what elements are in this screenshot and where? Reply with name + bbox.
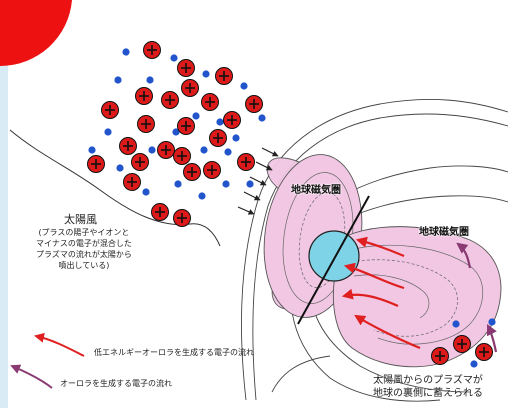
electron (222, 180, 230, 188)
proton (151, 203, 169, 221)
electron (122, 48, 130, 56)
proton (119, 137, 137, 155)
solar-wind-label: 太陽風 (64, 213, 97, 226)
proton (173, 209, 191, 227)
electron (452, 320, 460, 328)
proton (161, 91, 179, 109)
proton (183, 163, 201, 181)
magnetic-axis (297, 195, 370, 325)
solar-wind-arrows (237, 147, 279, 215)
electron (258, 114, 266, 122)
electron (114, 76, 122, 84)
electron (240, 82, 248, 90)
electron (148, 146, 156, 154)
electron (200, 146, 208, 154)
proton (87, 155, 105, 173)
proton (237, 153, 255, 171)
electron (170, 54, 178, 62)
proton (431, 347, 449, 365)
magnetosphere-label-left: 地球磁気圏 (291, 185, 341, 196)
electron (104, 128, 112, 136)
proton (209, 129, 227, 147)
electron (488, 318, 496, 326)
electron (192, 112, 200, 120)
proton (131, 153, 149, 171)
proton (223, 111, 241, 129)
electron (116, 164, 124, 172)
electron (202, 70, 210, 78)
electron (224, 148, 232, 156)
electron (216, 118, 224, 126)
electron (172, 128, 180, 136)
legend-low-energy-arrow (34, 332, 85, 357)
proton (143, 41, 161, 59)
electron (146, 76, 154, 84)
proton (177, 59, 195, 77)
legend-aurora-arrow (10, 364, 53, 389)
proton (135, 87, 153, 105)
proton (177, 117, 195, 135)
electron (470, 360, 478, 368)
electron (88, 146, 96, 154)
sun (0, 0, 72, 67)
solar-wind-description: (プラスの陽子やイオンと マイナスの電子が混合した プラズマの流れが太陽から 噴… (36, 228, 132, 270)
proton (245, 95, 263, 113)
electron (198, 192, 206, 200)
proton (215, 67, 233, 85)
electron (232, 134, 240, 142)
proton (203, 161, 221, 179)
electrons (88, 48, 496, 368)
proton (181, 79, 199, 97)
proton (123, 173, 141, 191)
proton (475, 343, 493, 361)
low-energy-electron-arrows (341, 236, 421, 350)
solar-wind-boundary-line (9, 129, 221, 247)
proton (173, 147, 191, 165)
magnetosphere-label-right: 地球磁気圏 (419, 227, 469, 238)
electron (174, 180, 182, 188)
protons (87, 41, 493, 365)
electron (142, 188, 150, 196)
left-edge-strip (0, 0, 8, 408)
electron (246, 180, 254, 188)
legend-low-energy-label: 低エネルギーオーロラを生成する電子の流れ (94, 348, 254, 357)
proton (137, 115, 155, 133)
right-lobe-field-lines (349, 244, 484, 345)
proton (201, 93, 219, 111)
proton (157, 141, 175, 159)
proton (453, 335, 471, 353)
plasma-storage-label: 太陽風からのプラズマが 地球の裏側に蓄えられる (373, 375, 483, 399)
proton (101, 101, 119, 119)
legend-aurora-label: オーロラを生成する電子の流れ (60, 379, 172, 388)
aurora-electron-arrows (456, 242, 498, 353)
earth (308, 230, 360, 282)
